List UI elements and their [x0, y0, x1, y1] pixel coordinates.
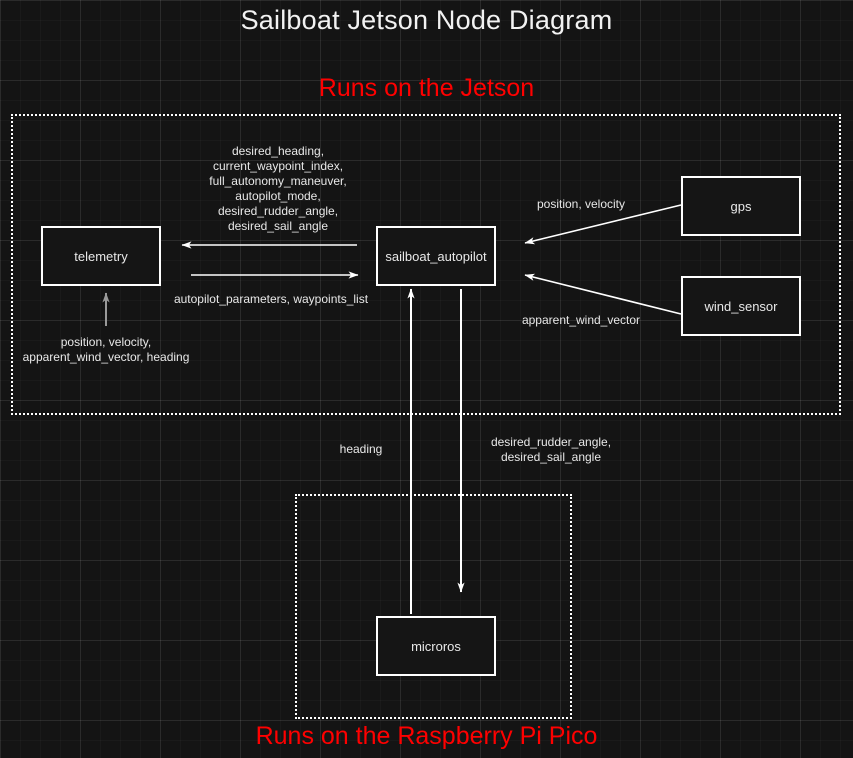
node-telemetry[interactable]: telemetry: [41, 226, 161, 286]
edge-label-autopilot-to-microros: desired_rudder_angle, desired_sail_angle: [490, 435, 612, 464]
edge-label-into-telemetry: position, velocity, apparent_wind_vector…: [22, 335, 190, 364]
zone-caption-jetson: Runs on the Jetson: [318, 74, 535, 102]
node-gps[interactable]: gps: [681, 176, 801, 236]
node-telemetry-label: telemetry: [74, 248, 128, 264]
edge-label-telemetry-to-autopilot: autopilot_parameters, waypoints_list: [173, 292, 369, 306]
zone-container-pico: [295, 494, 572, 719]
edge-label-wind-to-autopilot: apparent_wind_vector: [521, 313, 641, 327]
node-sailboat-autopilot[interactable]: sailboat_autopilot: [376, 226, 496, 286]
edge-label-gps-to-autopilot: position, velocity: [536, 197, 626, 211]
edge-label-microros-to-autopilot: heading: [339, 442, 383, 456]
zone-container-jetson: [11, 114, 841, 415]
edge-label-autopilot-to-telemetry: desired_heading, current_waypoint_index,…: [209, 144, 347, 233]
node-wind-sensor[interactable]: wind_sensor: [681, 276, 801, 336]
node-sailboat-autopilot-label: sailboat_autopilot: [385, 248, 487, 264]
node-wind-sensor-label: wind_sensor: [704, 298, 778, 314]
node-microros-label: microros: [411, 638, 461, 654]
zone-caption-pico: Runs on the Raspberry Pi Pico: [255, 722, 598, 750]
node-gps-label: gps: [730, 198, 752, 214]
page-title: Sailboat Jetson Node Diagram: [240, 5, 613, 35]
node-microros[interactable]: microros: [376, 616, 496, 676]
